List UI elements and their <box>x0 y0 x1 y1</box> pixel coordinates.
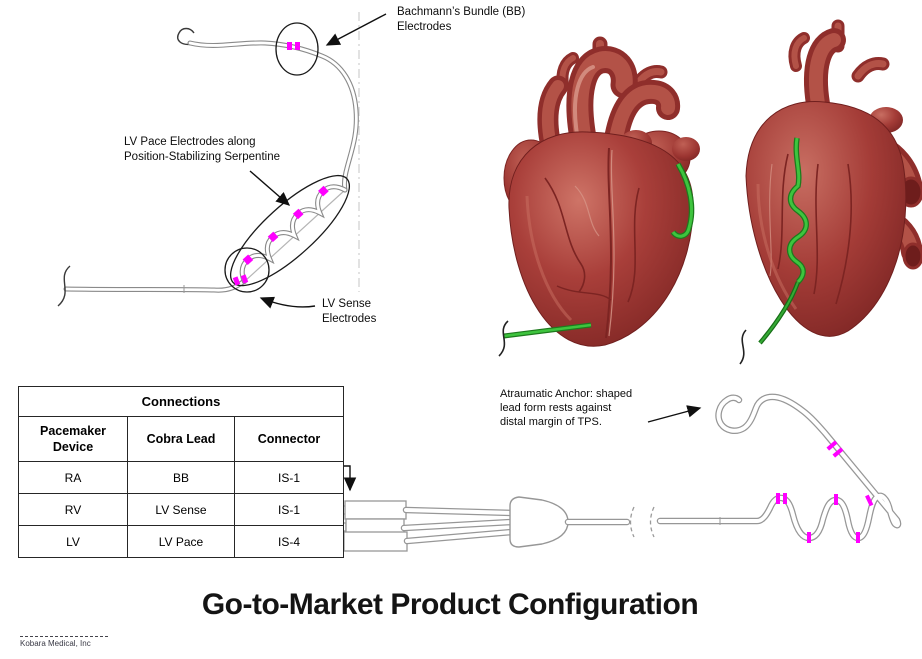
serpentine-section <box>229 174 351 287</box>
green-lead-lateral-arc <box>670 162 695 239</box>
table-title: Connections <box>18 386 344 417</box>
lead-tail-squiggle <box>739 329 747 365</box>
proximal-lead-diagram <box>57 12 387 309</box>
lv-sense-callout-circle <box>224 247 270 293</box>
lv-sense-electrodes-label: LV Sense Electrodes <box>322 298 377 325</box>
cell-lead: LV Pace <box>127 525 235 558</box>
lv-sense-electrode-marks <box>232 274 249 286</box>
great-vessels <box>537 36 681 157</box>
col-header-connector: Connector <box>234 416 344 462</box>
cell-device: RA <box>18 461 128 494</box>
table-row: LV LV Pace IS-4 <box>18 525 344 558</box>
col-header-pacemaker-device: Pacemaker Device <box>18 416 128 462</box>
table-row: RA BB IS-1 <box>18 461 344 494</box>
cell-connector: IS-4 <box>234 525 344 558</box>
proximal-hook <box>177 27 195 46</box>
break-mark <box>629 506 635 538</box>
cell-connector: IS-1 <box>234 461 344 494</box>
col-header-cobra-lead: Cobra Lead <box>127 416 235 462</box>
distal-lead <box>656 393 902 542</box>
cell-lead: LV Sense <box>127 493 235 526</box>
connections-table: Connections Pacemaker Device Cobra Lead … <box>18 386 344 558</box>
ventricles <box>508 131 694 347</box>
cell-device: RV <box>18 493 128 526</box>
lv-pace-electrodes-label: LV Pace Electrodes along Position-Stabil… <box>124 136 280 163</box>
bb-electrodes-label: Bachmann’s Bundle (BB) Electrodes <box>397 6 526 33</box>
anchor-arrow <box>647 405 702 423</box>
break-mark <box>649 506 655 538</box>
lv-pace-electrode-marks <box>242 185 329 266</box>
trifurcated-legs <box>400 506 516 545</box>
heart-anterior-image <box>498 36 700 357</box>
heart-posterolateral-image <box>739 19 922 365</box>
company-footer: Kobara Medical, Inc <box>20 636 108 648</box>
atraumatic-anchor-label: Atraumatic Anchor: shaped lead form rest… <box>500 388 633 428</box>
bb-electrode-marks <box>287 42 300 50</box>
lv-sense-arrow <box>259 296 316 309</box>
green-lead-exit <box>498 320 592 357</box>
heart-body <box>745 101 907 337</box>
cell-device: LV <box>18 525 128 558</box>
bifurcation-yoke <box>509 496 569 548</box>
cell-connector: IS-1 <box>234 493 344 526</box>
lead-tail-squiggle <box>498 320 509 357</box>
slide-title: Go-to-Market Product Configuration <box>201 588 699 621</box>
lv-pace-arrow <box>249 170 291 206</box>
distal-electrode-marks <box>776 440 874 543</box>
table-header-row: Pacemaker Device Cobra Lead Connector <box>18 416 344 462</box>
green-lead-serpentine <box>739 137 809 365</box>
bb-arrow <box>325 13 387 46</box>
table-row: RV LV Sense IS-1 <box>18 493 344 526</box>
bb-callout-circle <box>275 22 319 76</box>
table-title-row: Connections <box>18 386 344 417</box>
break-squiggle <box>57 265 71 307</box>
cell-lead: BB <box>127 461 235 494</box>
product-assembly-drawing <box>282 393 902 552</box>
lv-pace-callout-ellipse <box>229 174 351 287</box>
lead-body <box>57 27 359 307</box>
